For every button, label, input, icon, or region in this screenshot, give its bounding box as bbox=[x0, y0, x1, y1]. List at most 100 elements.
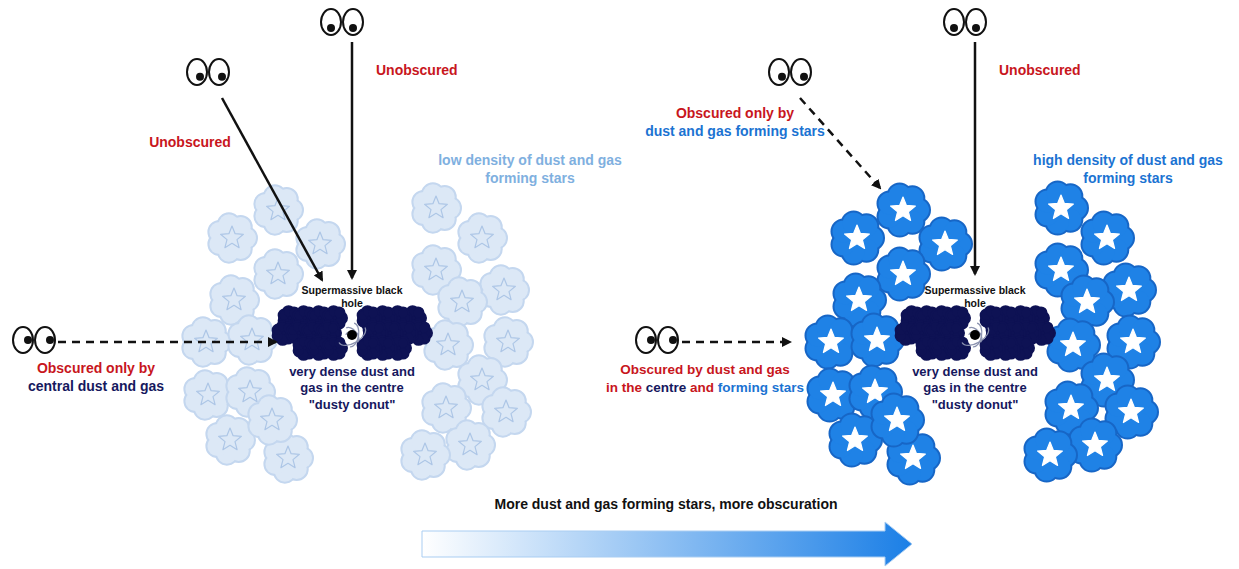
eye-pupil bbox=[800, 73, 808, 81]
cloud-outline bbox=[1006, 308, 1015, 317]
sight-arrow bbox=[222, 98, 322, 280]
cloud-outline bbox=[419, 323, 428, 332]
star-forming-cloud bbox=[806, 316, 857, 367]
cloud-outline bbox=[1042, 323, 1051, 332]
star-forming-cloud bbox=[481, 266, 528, 313]
eye-pupil bbox=[972, 24, 980, 32]
star-symbol bbox=[471, 368, 494, 390]
eye-pupil bbox=[778, 73, 786, 81]
cloud-fill bbox=[1021, 338, 1030, 347]
cloud-outline bbox=[1027, 323, 1036, 332]
eye-white bbox=[658, 327, 678, 353]
star-symbol bbox=[865, 327, 890, 351]
star-symbol bbox=[1119, 399, 1144, 423]
star-symbol bbox=[1095, 367, 1120, 391]
star-forming-cloud bbox=[297, 220, 344, 267]
annotation-text: very dense dust and gas in the centre "d… bbox=[287, 364, 417, 413]
star-symbol bbox=[821, 382, 846, 406]
sight-arrow bbox=[974, 42, 977, 274]
annotation-text: very dense dust and gas in the centre "d… bbox=[910, 364, 1040, 413]
star-forming-cloud bbox=[920, 218, 971, 269]
star-symbol bbox=[1121, 329, 1146, 353]
cloud-outline bbox=[383, 308, 392, 317]
star-symbol bbox=[239, 380, 262, 402]
cloud-outline bbox=[374, 323, 383, 332]
cloud-outline bbox=[334, 308, 343, 317]
cloud-fill bbox=[404, 323, 413, 332]
accretion-swirl bbox=[339, 328, 369, 350]
cloud-outline bbox=[389, 323, 398, 332]
star-symbol bbox=[497, 330, 520, 352]
cloud-outline bbox=[398, 308, 407, 317]
star-symbol bbox=[471, 226, 494, 248]
star-forming-cloud bbox=[255, 186, 302, 233]
star-symbol bbox=[1049, 257, 1074, 281]
cloud-outline bbox=[413, 308, 422, 317]
note-fragment: in the bbox=[606, 380, 642, 397]
observer-eye bbox=[636, 327, 678, 353]
cloud-fill bbox=[1021, 308, 1030, 317]
star-symbol bbox=[847, 287, 872, 311]
observer-eye bbox=[769, 59, 811, 85]
eye-white bbox=[944, 9, 964, 35]
star-symbol bbox=[1117, 277, 1142, 301]
eye-pupil bbox=[46, 336, 54, 344]
annotation-text: Obscured by dust and gas bbox=[600, 362, 810, 379]
star-symbol bbox=[819, 329, 844, 353]
star-forming-cloud bbox=[425, 321, 472, 368]
cloud-fill bbox=[334, 308, 343, 317]
star-symbol bbox=[843, 427, 868, 451]
star-symbol bbox=[309, 232, 332, 254]
cloud-fill bbox=[997, 323, 1006, 332]
eye-layer bbox=[13, 9, 986, 353]
star-forming-cloud bbox=[249, 396, 296, 443]
star-forming-cloud bbox=[1082, 212, 1133, 263]
cloud-fill bbox=[398, 338, 407, 347]
star-forming-cloud bbox=[325, 337, 346, 359]
observer-eye bbox=[13, 327, 55, 353]
annotation-text: Unobscured bbox=[999, 62, 1119, 80]
star-symbol bbox=[437, 333, 460, 355]
star-symbol bbox=[891, 261, 916, 285]
cloud-outline bbox=[1021, 338, 1030, 347]
cloud-outline bbox=[368, 338, 377, 347]
cloud-outline bbox=[398, 338, 407, 347]
cloud-fill bbox=[398, 308, 407, 317]
cloud-fill bbox=[389, 323, 398, 332]
star-forming-cloud bbox=[878, 248, 929, 299]
annotation-text: high density of dust and gas forming sta… bbox=[1023, 152, 1233, 187]
cloud-outline bbox=[1012, 323, 1021, 332]
note-fragment: centre bbox=[646, 380, 687, 397]
annotation-text: Unobscured bbox=[376, 62, 496, 80]
star-symbol bbox=[493, 278, 516, 300]
cloud-outline bbox=[368, 308, 377, 317]
annotation-text: Obscured only by bbox=[6, 360, 186, 378]
eye-pupil bbox=[196, 73, 204, 81]
black-hole-symbol bbox=[339, 323, 369, 349]
eye-white bbox=[35, 327, 55, 353]
star-forming-cloud bbox=[255, 250, 302, 297]
annotation-text: Obscured only by bbox=[640, 105, 830, 123]
star-forming-cloud bbox=[832, 212, 883, 263]
star-symbol bbox=[221, 226, 244, 248]
eye-pupil bbox=[218, 73, 226, 81]
accretion-swirl bbox=[962, 328, 992, 350]
star-symbol bbox=[425, 196, 448, 218]
star-symbol bbox=[223, 288, 246, 310]
eye-white bbox=[187, 59, 207, 85]
eye-pupil bbox=[24, 336, 32, 344]
star-symbol bbox=[933, 231, 958, 255]
star-forming-cloud bbox=[207, 416, 254, 463]
star-symbol bbox=[1083, 432, 1108, 456]
star-symbol bbox=[261, 408, 284, 430]
star-forming-cloud bbox=[1036, 182, 1087, 233]
eye-white bbox=[791, 59, 811, 85]
eye-white bbox=[636, 327, 656, 353]
star-symbol bbox=[1059, 395, 1084, 419]
cloud-fill bbox=[951, 323, 960, 332]
cloud-fill bbox=[1036, 308, 1045, 317]
annotation-text: dust and gas forming stars bbox=[630, 123, 840, 141]
cloud-fill bbox=[368, 338, 377, 347]
